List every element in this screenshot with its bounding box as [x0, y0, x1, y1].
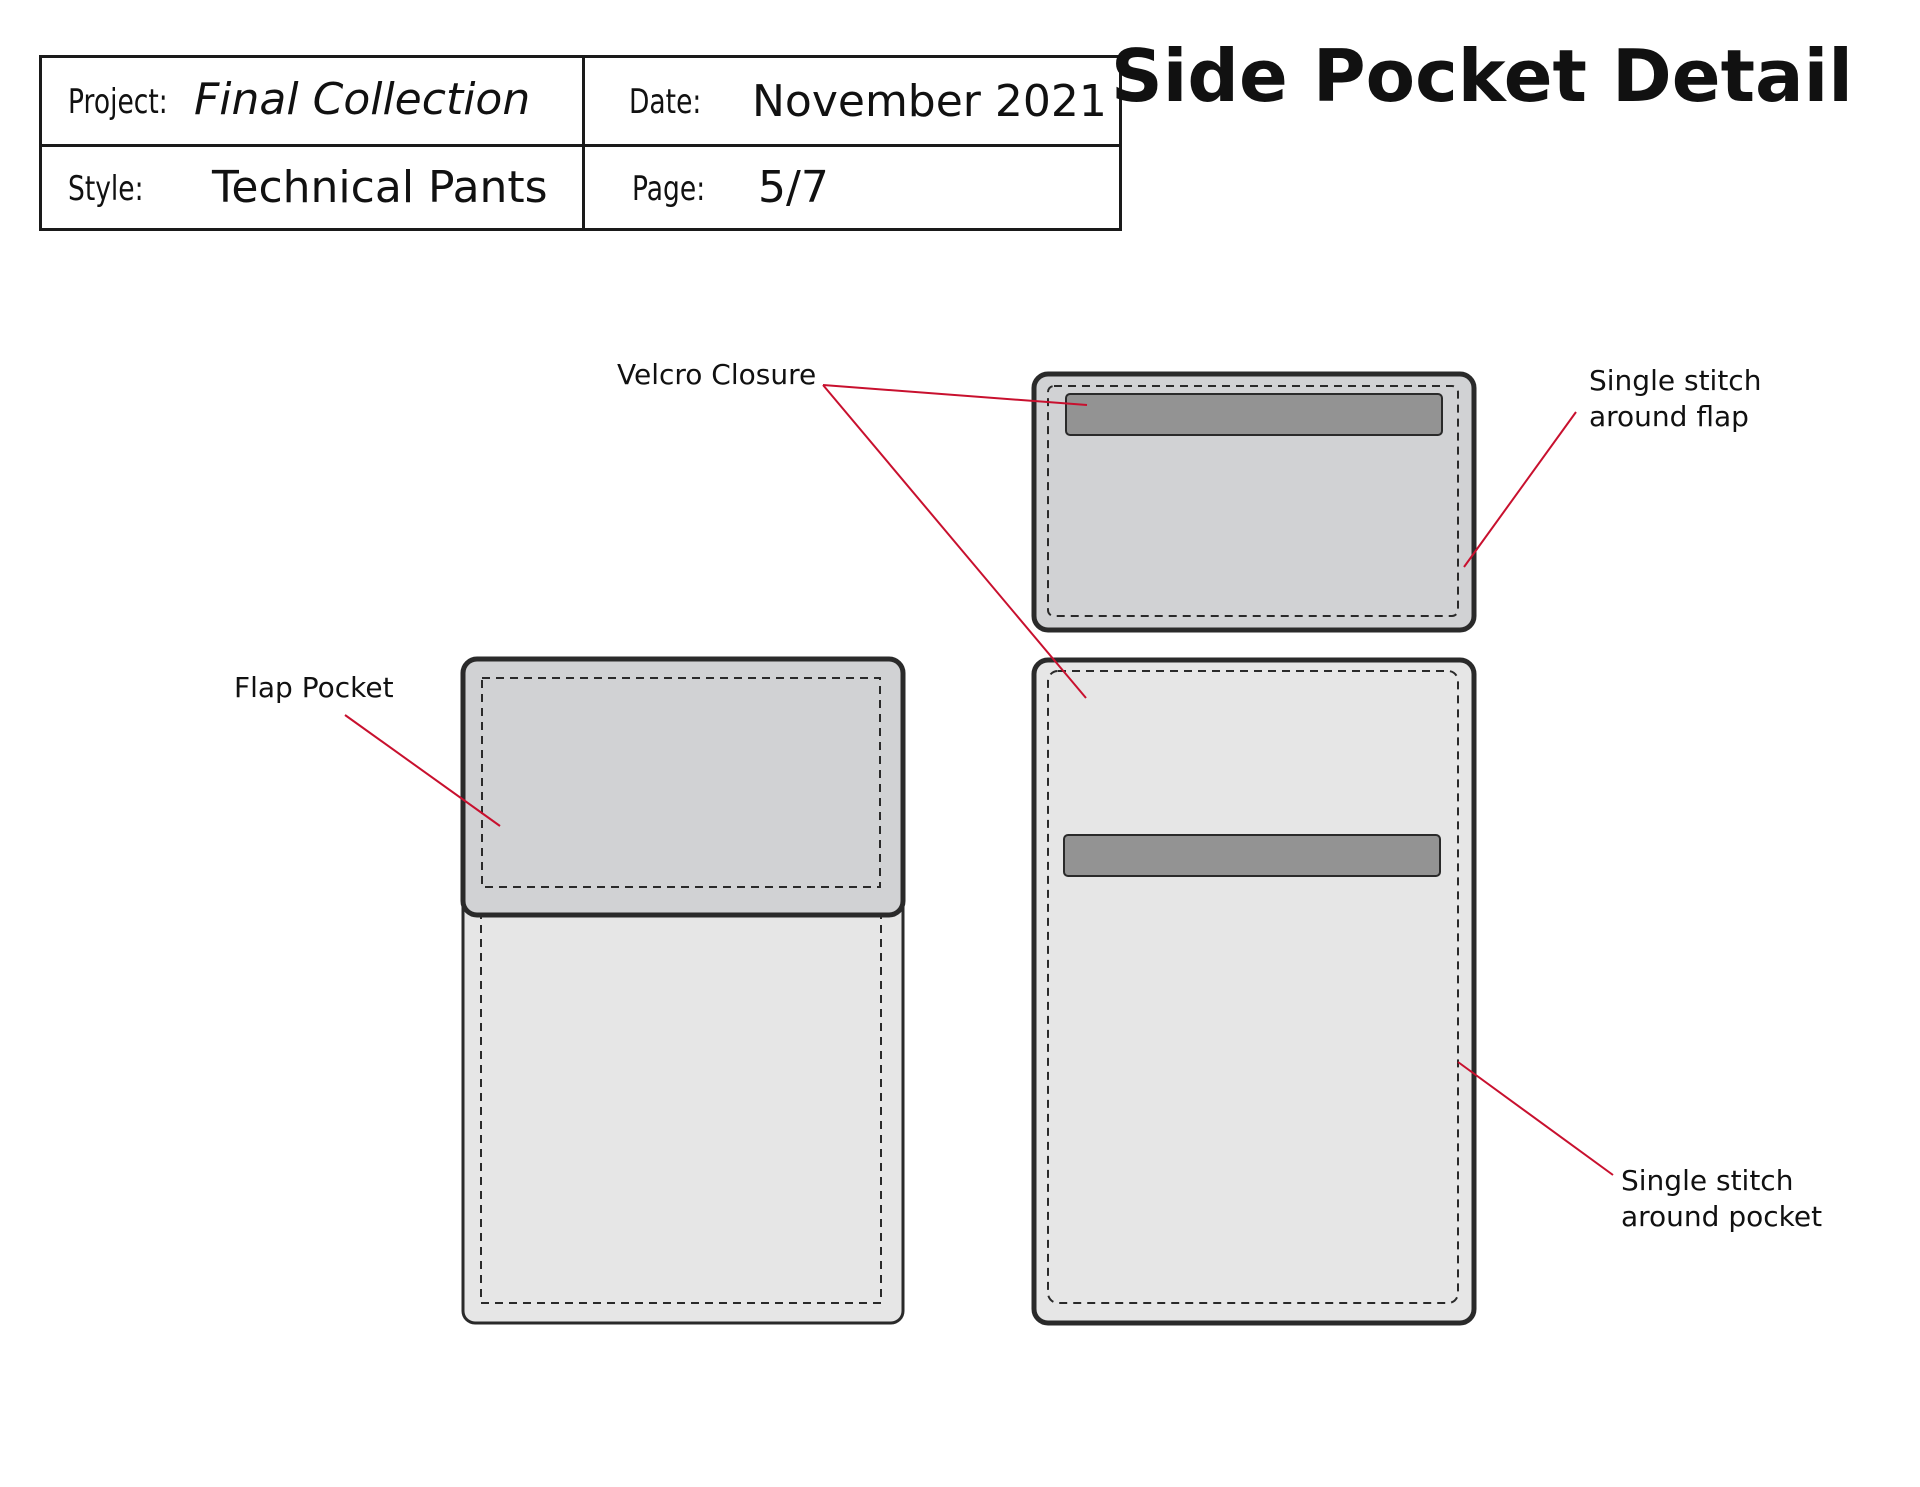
style-label: Style:	[68, 169, 144, 209]
project-label: Project:	[68, 82, 168, 122]
leader-flap-pocket	[344, 714, 501, 827]
velcro-strip-flap	[1065, 393, 1443, 436]
table-column-divider	[582, 58, 585, 228]
project-value: Final Collection	[194, 74, 531, 125]
closed-pocket-assembly	[460, 656, 906, 1325]
table-row-divider	[42, 144, 1119, 147]
velcro-strip-pocket	[1063, 834, 1441, 877]
leader-stitch-pocket	[1457, 1061, 1614, 1176]
style-value: Technical Pants	[212, 162, 548, 213]
leader-velcro-pocket	[822, 384, 1087, 699]
callout-stitch-pocket-line2: around pocket	[1621, 1200, 1823, 1233]
flap-stitch-open	[1047, 385, 1459, 617]
info-table: Project: Final Collection Date: November…	[39, 55, 1122, 231]
flap-stitch-closed	[481, 677, 881, 888]
flap-closed	[460, 656, 906, 918]
callout-stitch-flap: Single stitch around flap	[1589, 363, 1761, 435]
open-flap	[1031, 371, 1477, 633]
callout-stitch-pocket-line1: Single stitch	[1621, 1164, 1794, 1197]
leader-stitch-flap	[1463, 411, 1577, 568]
callout-stitch-flap-line1: Single stitch	[1589, 364, 1762, 397]
callout-stitch-pocket: Single stitch around pocket	[1621, 1163, 1822, 1235]
page-label: Page:	[632, 169, 706, 209]
date-label: Date:	[629, 82, 702, 122]
pocket-bag-right	[1031, 657, 1477, 1326]
open-pocket	[1031, 657, 1477, 1326]
flap-open	[1031, 371, 1477, 633]
callout-stitch-flap-line2: around flap	[1589, 400, 1749, 433]
page-value: 5/7	[758, 162, 829, 213]
page-title: Side Pocket Detail	[1110, 34, 1853, 118]
leader-velcro-flap	[822, 384, 1088, 406]
callout-flap-pocket: Flap Pocket	[234, 671, 394, 704]
callout-velcro-closure: Velcro Closure	[617, 358, 817, 391]
date-value: November 2021	[752, 76, 1107, 127]
leader-lines	[344, 384, 1614, 1176]
